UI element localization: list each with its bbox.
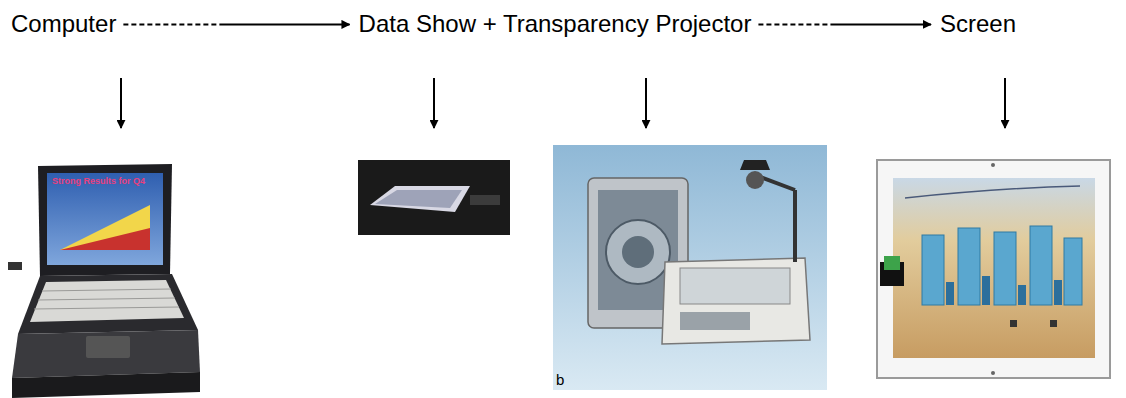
figure-letter: b (556, 371, 564, 388)
projector-illustration (553, 145, 827, 390)
screen-illustration (877, 160, 1110, 378)
label-text: Strong Results for Q4 (52, 176, 145, 186)
step-text: Data Show + Transparency Projector (359, 10, 752, 39)
down-arrows (121, 78, 1005, 128)
step-text: Screen (940, 10, 1016, 39)
laptop-illustration (8, 164, 200, 398)
slide-title: Strong Results for Q4 (52, 176, 145, 186)
label-text: b (556, 371, 564, 388)
flow-step: Screen (937, 8, 1019, 41)
step-text: Computer (11, 10, 116, 39)
data-show-illustration (358, 160, 510, 235)
flow-step: Data Show + Transparency Projector (356, 8, 755, 41)
flow-arrow (758, 23, 931, 25)
flow-step: Computer (8, 8, 119, 41)
flow-arrow (123, 23, 349, 25)
